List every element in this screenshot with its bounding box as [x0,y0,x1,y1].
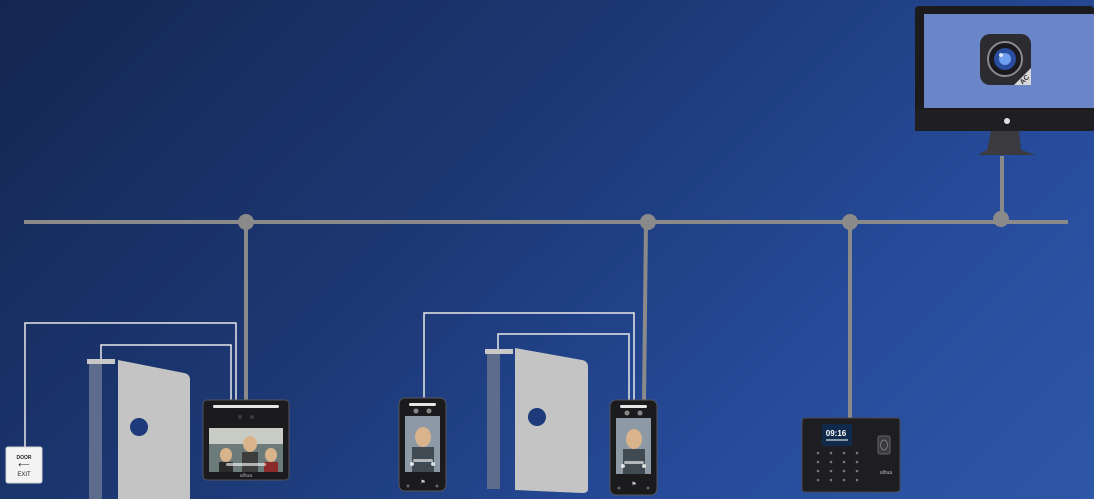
door-leaf [515,348,588,493]
door-1 [87,359,190,499]
monitor-stand [978,131,1036,155]
fingerprint-sensor-icon [878,436,890,454]
camera-app-icon: AC [980,34,1031,86]
monitor: AC [915,6,1094,155]
flag-icon: ⚑ [631,481,636,488]
bus-node-2 [640,214,656,230]
door-frame-post [89,364,102,499]
exit-button-line2: EXIT [17,472,31,478]
door-2 [485,348,588,493]
face-terminal-brand: alhua [240,473,252,479]
door-leaf [118,360,190,499]
bus-node-3 [842,214,858,230]
face-terminal-wide: alhua [203,400,289,480]
door-frame-post [487,354,500,489]
bus-node-4 [993,211,1009,227]
exit-button-device: DOOR ⟵ EXIT [6,447,42,483]
door-handle [130,418,148,436]
door-frame-top [87,359,115,364]
attendance-brand: alhua [880,470,892,476]
attendance-terminal: 09:16 alhua [802,418,900,492]
apple-logo-icon [1004,118,1010,124]
flag-icon: ⚑ [420,479,425,486]
face-terminal-slim-2: ⚑ [610,400,657,495]
door-handle [528,408,546,426]
drop-line-2 [644,222,646,402]
face-terminal-slim-1: ⚑ [399,398,446,491]
exit-arrow-icon: ⟵ [18,460,30,469]
door-frame-top [485,349,513,354]
attendance-time: 09:16 [826,429,847,438]
bus-node-1 [238,214,254,230]
